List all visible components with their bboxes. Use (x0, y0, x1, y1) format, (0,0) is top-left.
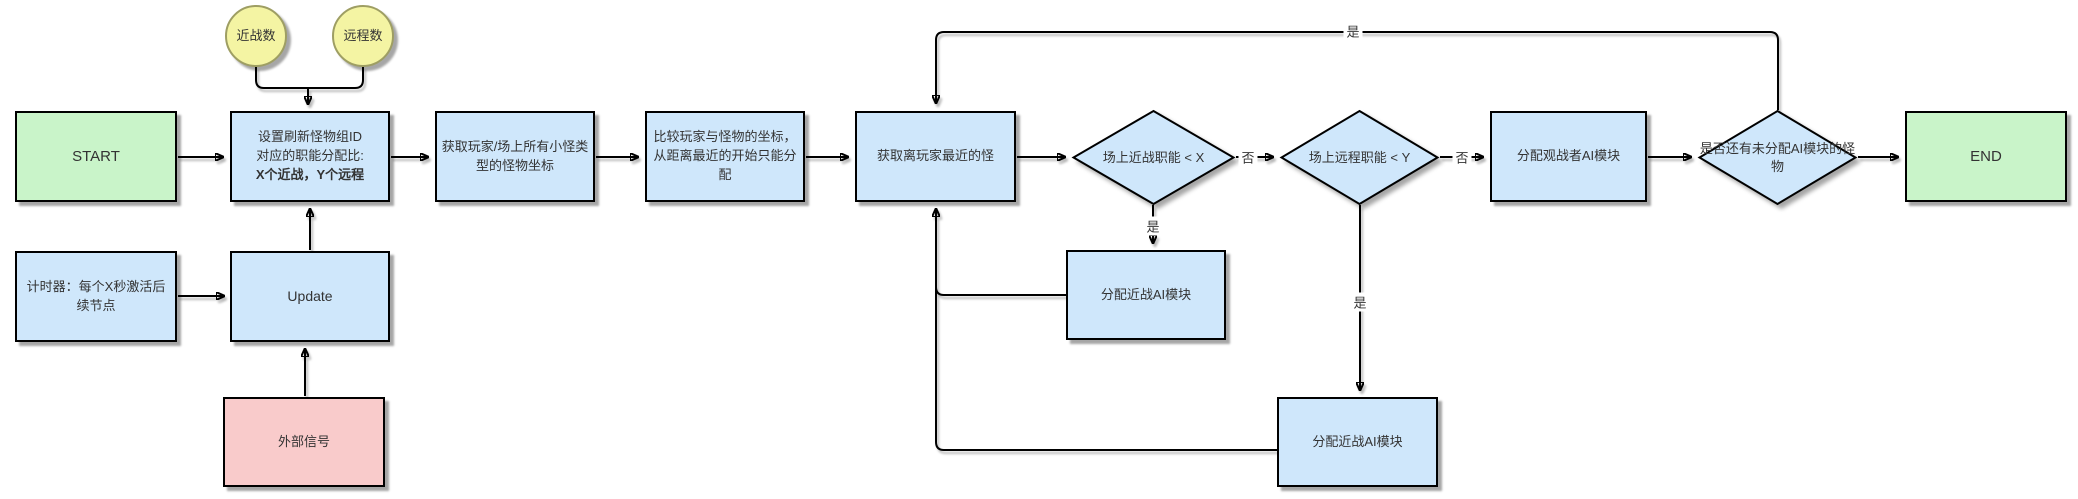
node-update: Update (230, 251, 390, 342)
node-assign-melee-1: 分配近战AI模块 (1066, 250, 1226, 340)
node-assign-melee-2: 分配近战AI模块 (1277, 397, 1438, 487)
node-compare-coords: 比较玩家与怪物的坐标，从距离最近的开始只能分配 (645, 111, 805, 202)
edge-label-ranged-no: 否 (1452, 147, 1472, 167)
node-set-ratio: 设置刷新怪物组ID 对应的职能分配比: X个近战，Y个远程 (230, 111, 390, 202)
edge-assign-melee-1-to-trunk (935, 286, 1066, 296)
edge-label-ranged-yes: 是 (1350, 292, 1370, 312)
edge-loop-back-to-get-nearest (936, 31, 1779, 110)
node-get-nearest-label: 获取离玩家最近的怪 (876, 148, 994, 164)
edge-ranged-count-branch (308, 67, 364, 89)
node-get-nearest: 获取离玩家最近的怪 (855, 111, 1016, 202)
edge-melee-count-branch (255, 67, 308, 89)
decision-melee-shape (1071, 109, 1236, 206)
edge-label-melee-yes: 是 (1143, 216, 1163, 236)
node-external-signal: 外部信号 (223, 397, 385, 487)
edge-label-loop-yes: 是 (1343, 21, 1363, 41)
node-decision-remaining: 是否还有未分配AI模块的怪物 (1697, 109, 1858, 206)
node-set-ratio-text: 设置刷新怪物组ID 对应的职能分配比: X个近战，Y个远程 (256, 128, 364, 185)
node-timer-label: 计时器：每个X秒激活后续节点 (26, 278, 166, 313)
edge-label-melee-no: 否 (1238, 147, 1258, 167)
node-update-label: Update (287, 288, 333, 305)
node-assign-spectator: 分配观战者AI模块 (1490, 111, 1647, 202)
node-melee-count: 近战数 (225, 5, 287, 67)
node-start: START (15, 111, 177, 202)
node-assign-melee-2-label: 分配近战AI模块 (1312, 433, 1403, 449)
set-ratio-line2: 对应的职能分配比: (256, 148, 364, 164)
node-timer: 计时器：每个X秒激活后续节点 (15, 251, 177, 342)
decision-ranged-shape (1279, 109, 1440, 206)
node-get-coords: 获取玩家/场上所有小怪类型的怪物坐标 (435, 111, 595, 202)
node-external-signal-label: 外部信号 (277, 433, 330, 449)
set-ratio-line3: X个近战，Y个远程 (255, 166, 365, 182)
decision-remaining-shape (1697, 109, 1858, 206)
node-melee-count-label: 近战数 (236, 27, 276, 43)
node-ranged-count: 远程数 (332, 5, 394, 67)
node-start-label: START (72, 147, 120, 165)
node-decision-ranged: 场上远程职能 < Y (1279, 109, 1440, 206)
node-compare-coords-label: 比较玩家与怪物的坐标，从距离最近的开始只能分配 (653, 129, 797, 182)
node-assign-melee-1-label: 分配近战AI模块 (1100, 286, 1192, 302)
node-get-coords-label: 获取玩家/场上所有小怪类型的怪物坐标 (441, 138, 589, 173)
node-end-label: END (1970, 147, 2002, 165)
node-decision-melee: 场上近战职能 < X (1071, 109, 1236, 206)
set-ratio-line1: 设置刷新怪物组ID (257, 129, 362, 145)
node-end: END (1905, 111, 2067, 202)
edge-assign-melee-2-to-get-nearest (936, 209, 1277, 451)
node-assign-spectator-label: 分配观战者AI模块 (1516, 148, 1621, 164)
node-ranged-count-label: 远程数 (343, 27, 383, 43)
